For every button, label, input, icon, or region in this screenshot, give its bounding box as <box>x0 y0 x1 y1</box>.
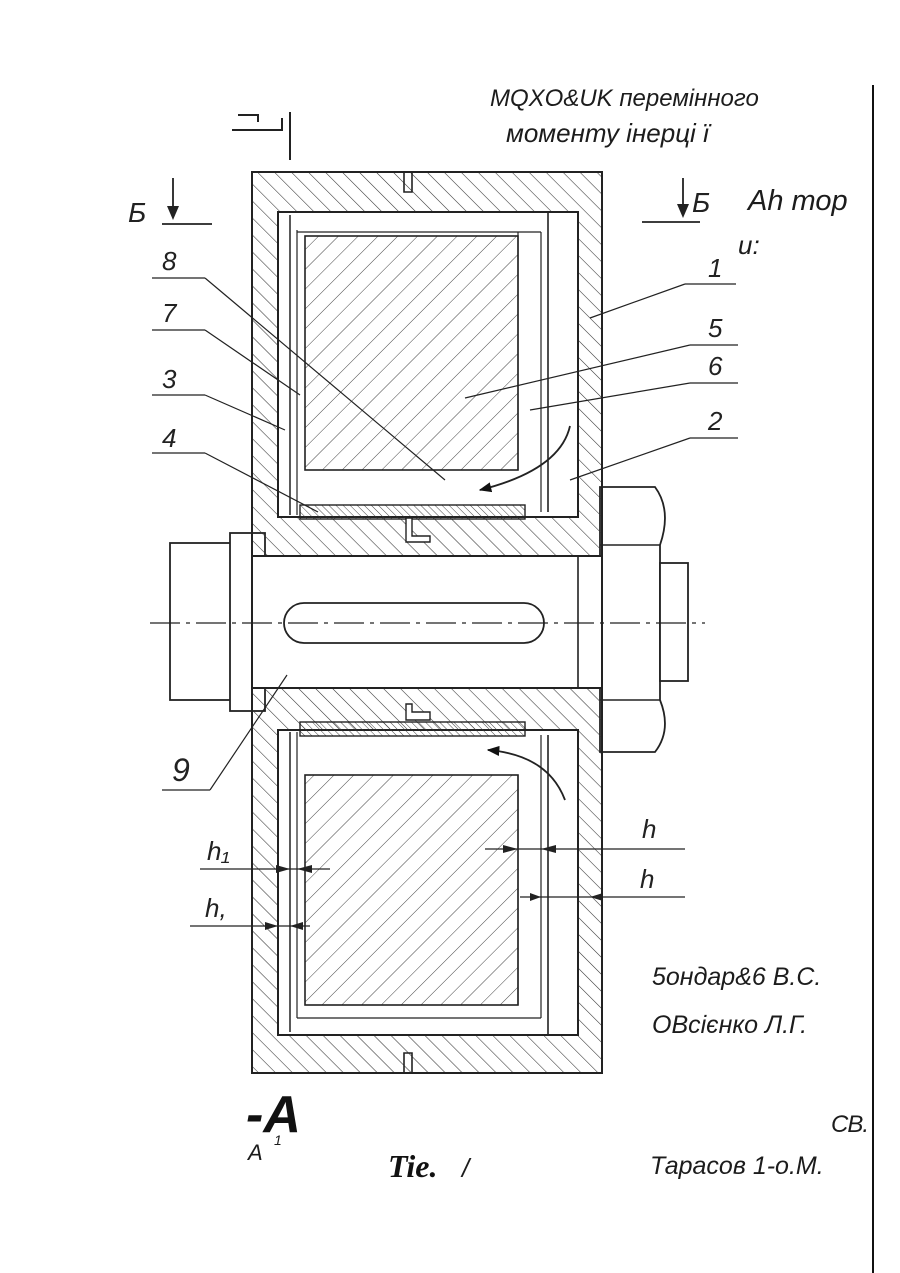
view-sub-label: A <box>246 1140 263 1165</box>
authors-label-line-2: и: <box>738 230 760 260</box>
author-2: ОВсієнко Л.Г. <box>652 1011 807 1039</box>
part-label-8: 8 <box>162 246 177 276</box>
part-label-5: 5 <box>708 313 723 343</box>
shaft <box>170 533 265 711</box>
part-label-6: 6 <box>708 351 723 381</box>
figure-caption-slash: / <box>460 1153 472 1183</box>
lower-cavity <box>278 704 578 1073</box>
author-4: Тарасов 1-о.М. <box>650 1152 824 1180</box>
section-mark-right: Б <box>642 178 710 222</box>
title-line-2: моменту інерці ї <box>506 118 712 148</box>
part-label-1: 1 <box>708 253 722 283</box>
author-3: СВ. <box>831 1111 868 1138</box>
figure-caption: Tie. <box>388 1148 437 1184</box>
section-mark-left: Б <box>128 178 212 228</box>
part-label-7: 7 <box>162 298 178 328</box>
shaft-center-band <box>252 556 602 688</box>
title-line-1: MQXO&UK перемінного <box>490 85 759 112</box>
svg-text:h: h <box>640 864 654 894</box>
upper-cavity <box>278 172 578 542</box>
svg-text:h: h <box>642 814 656 844</box>
view-sup-label: 1 <box>274 1132 282 1148</box>
svg-text:h₁: h₁ <box>207 836 230 866</box>
cutting-plane-mark-top <box>232 112 290 160</box>
part-label-9: 9 <box>172 752 190 788</box>
part-label-2: 2 <box>707 406 723 436</box>
svg-text:h,: h, <box>205 893 227 923</box>
part-label-3: 3 <box>162 364 177 394</box>
svg-text:Б: Б <box>692 187 710 218</box>
author-1: 5ондар&6 В.С. <box>652 963 821 991</box>
nut <box>600 487 688 752</box>
svg-text:Б: Б <box>128 197 146 228</box>
authors-label-line-1: Ah тор <box>746 185 848 217</box>
part-label-4: 4 <box>162 423 176 453</box>
